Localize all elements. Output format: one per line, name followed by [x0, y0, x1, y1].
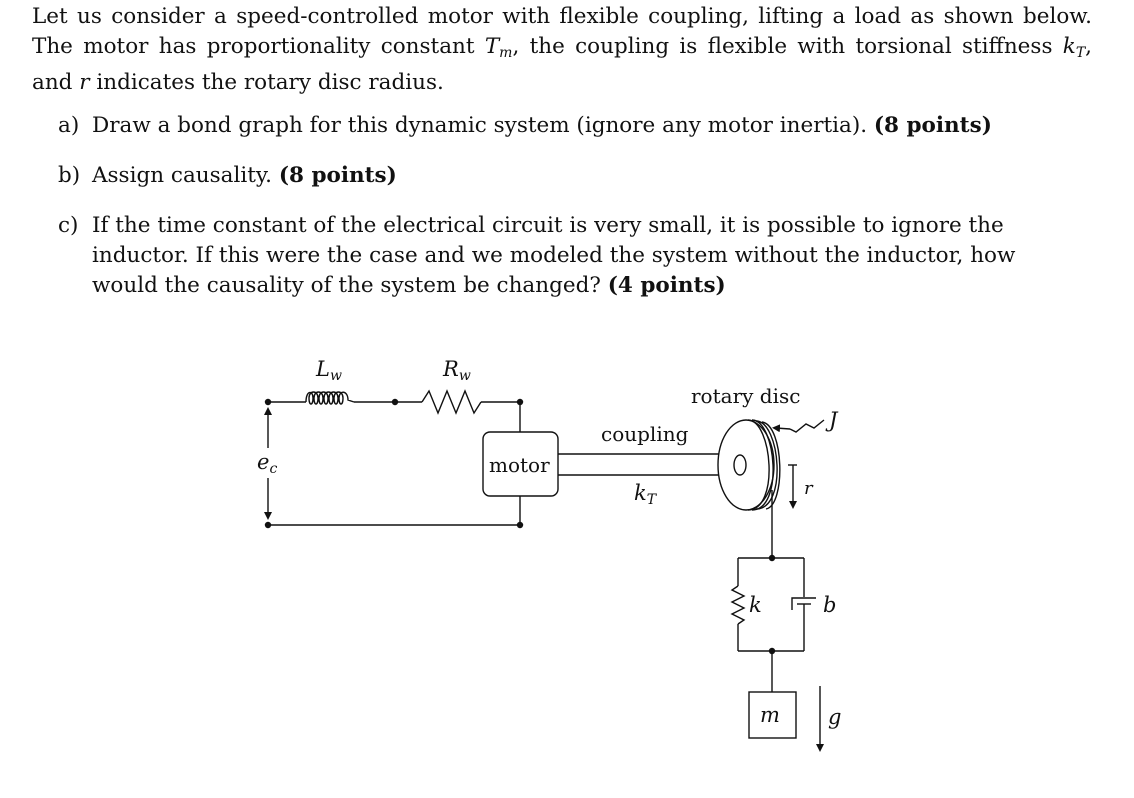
node-frame-top	[768, 554, 776, 562]
kt-symbol: k	[1062, 34, 1076, 59]
kt-subscript: T	[1075, 45, 1086, 61]
question-c-points: (4 points)	[607, 273, 726, 298]
damper-cup	[791, 597, 816, 610]
coupling-stiffness-label: kT	[634, 481, 658, 508]
intro-text-4: indicates the rotary disc radius.	[89, 70, 444, 95]
question-b-label: b)	[58, 163, 81, 188]
node-bottom-right	[516, 521, 524, 529]
gravity-label: g	[828, 705, 841, 729]
disc-rim-3	[755, 420, 778, 510]
disc-rim-2	[751, 419, 774, 511]
mass-label: m	[760, 703, 780, 727]
shaft-end	[733, 454, 747, 476]
node-frame-bottom	[768, 647, 776, 655]
question-c-body: If the time constant of the electrical c…	[92, 211, 1082, 301]
motor-label: motor	[489, 453, 550, 477]
problem-intro: Let us consider a speed-controlled motor…	[32, 2, 1092, 98]
question-a-text: Draw a bond graph for this dynamic syste…	[92, 113, 874, 138]
disc-rim-1	[747, 419, 770, 511]
disc-label: rotary disc	[691, 384, 800, 408]
intro-text-2: , the coupling is flexible with torsiona…	[512, 34, 1063, 59]
intro-text-3: , and	[32, 34, 1093, 95]
question-c: c) If the time constant of the electrica…	[58, 211, 1088, 303]
inductor-coil	[305, 391, 355, 405]
spring-zigzag	[730, 585, 746, 625]
question-b-points: (8 points)	[278, 163, 397, 188]
motor-box	[482, 431, 559, 497]
radius-label: r	[804, 478, 814, 499]
question-c-label: c)	[58, 213, 79, 238]
question-b: b) Assign causality. (8 points)	[58, 161, 1088, 191]
node-top-right	[516, 398, 524, 406]
node-top-left	[264, 398, 272, 406]
r-symbol: r	[79, 70, 90, 95]
question-b-text: Assign causality.	[92, 163, 279, 188]
inertia-pointer	[789, 419, 825, 433]
coupling-label: coupling	[601, 422, 689, 446]
resistor-label: Rw	[442, 357, 471, 384]
intro-text-1: Let us consider a speed-controlled motor…	[32, 4, 1092, 59]
tm-symbol: T	[484, 34, 500, 59]
spring-label: k	[749, 593, 762, 617]
resistor-zigzag	[421, 389, 482, 415]
mass-box	[748, 691, 797, 739]
question-a: a) Draw a bond graph for this dynamic sys…	[58, 111, 1088, 141]
tm-subscript: m	[499, 45, 513, 61]
question-c-text: If the time constant of the electrical c…	[92, 213, 1016, 298]
node-mid	[391, 398, 399, 406]
question-a-points: (8 points)	[873, 113, 992, 138]
inertia-pointer-arrow	[772, 424, 791, 433]
inductor-label: Lw	[315, 357, 342, 384]
node-bottom-left	[264, 521, 272, 529]
inertia-label: J	[825, 408, 839, 432]
damper-label: b	[823, 593, 836, 617]
question-a-label: a)	[58, 113, 80, 138]
voltage-label: ec	[257, 450, 277, 477]
